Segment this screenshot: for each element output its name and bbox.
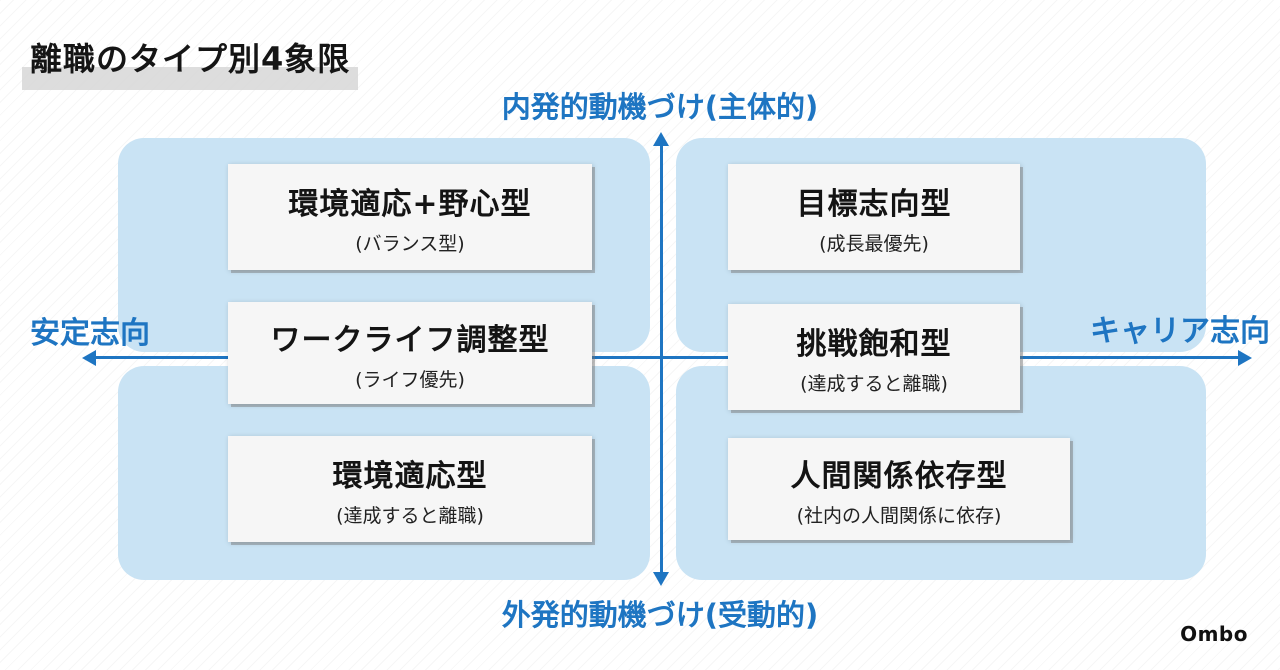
type-card-subtitle: (成長最優先) [819,232,929,255]
type-card-subtitle: (ライフ優先) [355,368,465,391]
type-card-work-life: ワークライフ調整型 (ライフ優先) [228,302,592,404]
type-card-environment-adaptive: 環境適応型 (達成すると離職) [228,436,592,542]
type-card-subtitle: (達成すると離職) [800,372,948,395]
type-card-subtitle: (達成すると離職) [336,504,484,527]
type-card-subtitle: (バランス型) [355,232,465,255]
axis-label-left: 安定志向 [30,316,150,351]
axis-label-right: キャリア志向 [1090,314,1270,349]
arrow-down-icon [653,572,669,586]
vertical-axis [660,144,663,574]
page-title: 離職のタイプ別4象限 [22,30,359,90]
type-card-subtitle: (社内の人間関係に依存) [796,504,1002,527]
arrow-up-icon [653,132,669,146]
type-card-goal-oriented: 目標志向型 (成長最優先) [728,164,1020,270]
type-card-title: 挑戦飽和型 [796,326,952,362]
type-card-relationship-dependent: 人間関係依存型 (社内の人間関係に依存) [728,438,1070,540]
type-card-title: ワークライフ調整型 [270,322,550,358]
type-card-challenge-saturated: 挑戦飽和型 (達成すると離職) [728,304,1020,410]
type-card-title: 環境適応+野心型 [288,186,532,222]
arrow-right-icon [1238,350,1252,366]
arrow-left-icon [82,350,96,366]
axis-label-bottom: 外発的動機づけ(受動的) [501,598,819,632]
type-card-title: 環境適応型 [332,458,488,494]
type-card-title: 人間関係依存型 [790,458,1008,494]
horizontal-axis [92,356,1240,359]
type-card-balance: 環境適応+野心型 (バランス型) [228,164,592,270]
axis-label-top: 内発的動機づけ(主体的) [501,90,819,124]
type-card-title: 目標志向型 [796,186,952,222]
brand-logo: Ombo [1180,622,1248,646]
